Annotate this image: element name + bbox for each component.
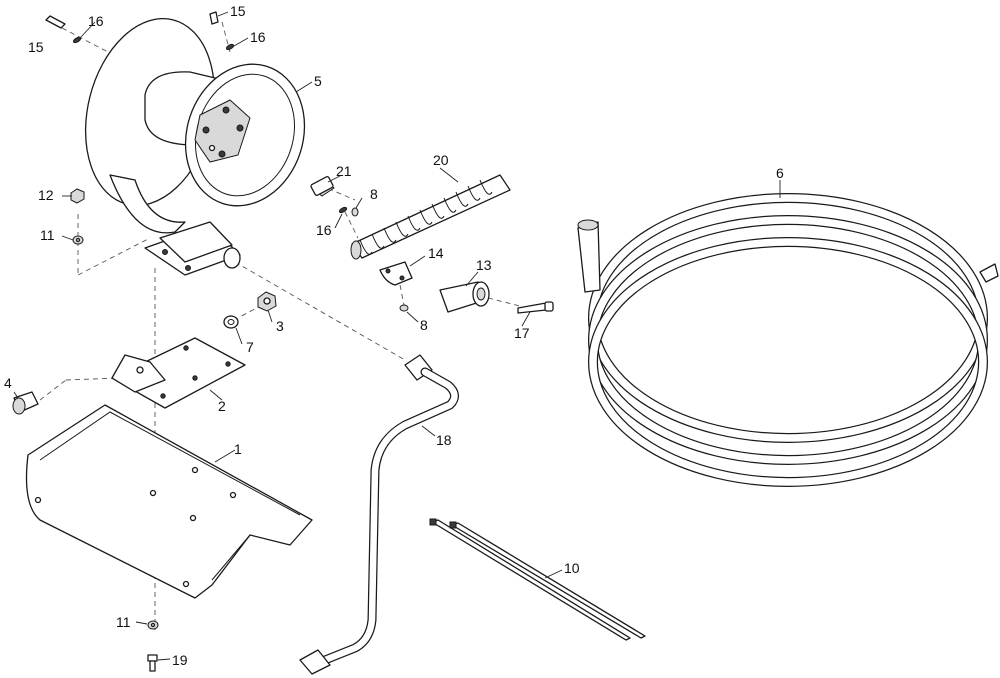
coiled-hose <box>577 193 999 487</box>
callout-2: 2 <box>218 398 226 414</box>
callout-7: 7 <box>246 339 254 355</box>
callout-16-top-right: 16 <box>250 29 266 45</box>
callout-1: 1 <box>234 441 242 457</box>
callout-4: 4 <box>4 375 12 391</box>
cable-ties <box>429 518 646 641</box>
pins-and-clips <box>45 11 348 214</box>
nut-and-washer <box>223 291 277 329</box>
callout-15-top-right: 15 <box>230 3 246 19</box>
small-parts <box>310 176 409 312</box>
tray-cover <box>25 404 313 599</box>
callout-16-top-left: 16 <box>88 13 104 29</box>
callout-17: 17 <box>514 325 530 341</box>
callout-labels: 16 15 15 16 5 12 11 21 8 16 20 14 13 8 1… <box>4 3 784 668</box>
callout-3: 3 <box>276 318 284 334</box>
callout-21: 21 <box>336 163 352 179</box>
callout-11-lower: 11 <box>116 614 131 630</box>
mounting-plate <box>111 337 246 409</box>
fitting <box>12 391 39 415</box>
nut-washers <box>70 188 159 630</box>
callout-11-upper: 11 <box>40 227 55 243</box>
callout-8-lower: 8 <box>420 317 428 333</box>
hose-reel <box>84 17 306 276</box>
callout-6: 6 <box>776 165 784 181</box>
long-bolt <box>517 301 554 314</box>
swivel-hose <box>299 354 459 675</box>
callout-20: 20 <box>433 152 449 168</box>
bolt <box>147 654 158 672</box>
hose-bracket <box>379 261 413 286</box>
callout-13: 13 <box>476 257 492 273</box>
callout-12: 12 <box>38 187 54 203</box>
callout-14: 14 <box>428 245 444 261</box>
spring-guard <box>350 174 511 260</box>
leader-lines <box>13 11 781 661</box>
callout-18: 18 <box>436 432 452 448</box>
callout-10: 10 <box>564 560 580 576</box>
callout-15-top-left: 15 <box>28 39 44 55</box>
callout-5: 5 <box>314 73 322 89</box>
callout-19: 19 <box>172 652 188 668</box>
callout-16-middle: 16 <box>316 222 332 238</box>
guide-bushing <box>439 281 490 313</box>
callout-8-upper: 8 <box>370 186 378 202</box>
